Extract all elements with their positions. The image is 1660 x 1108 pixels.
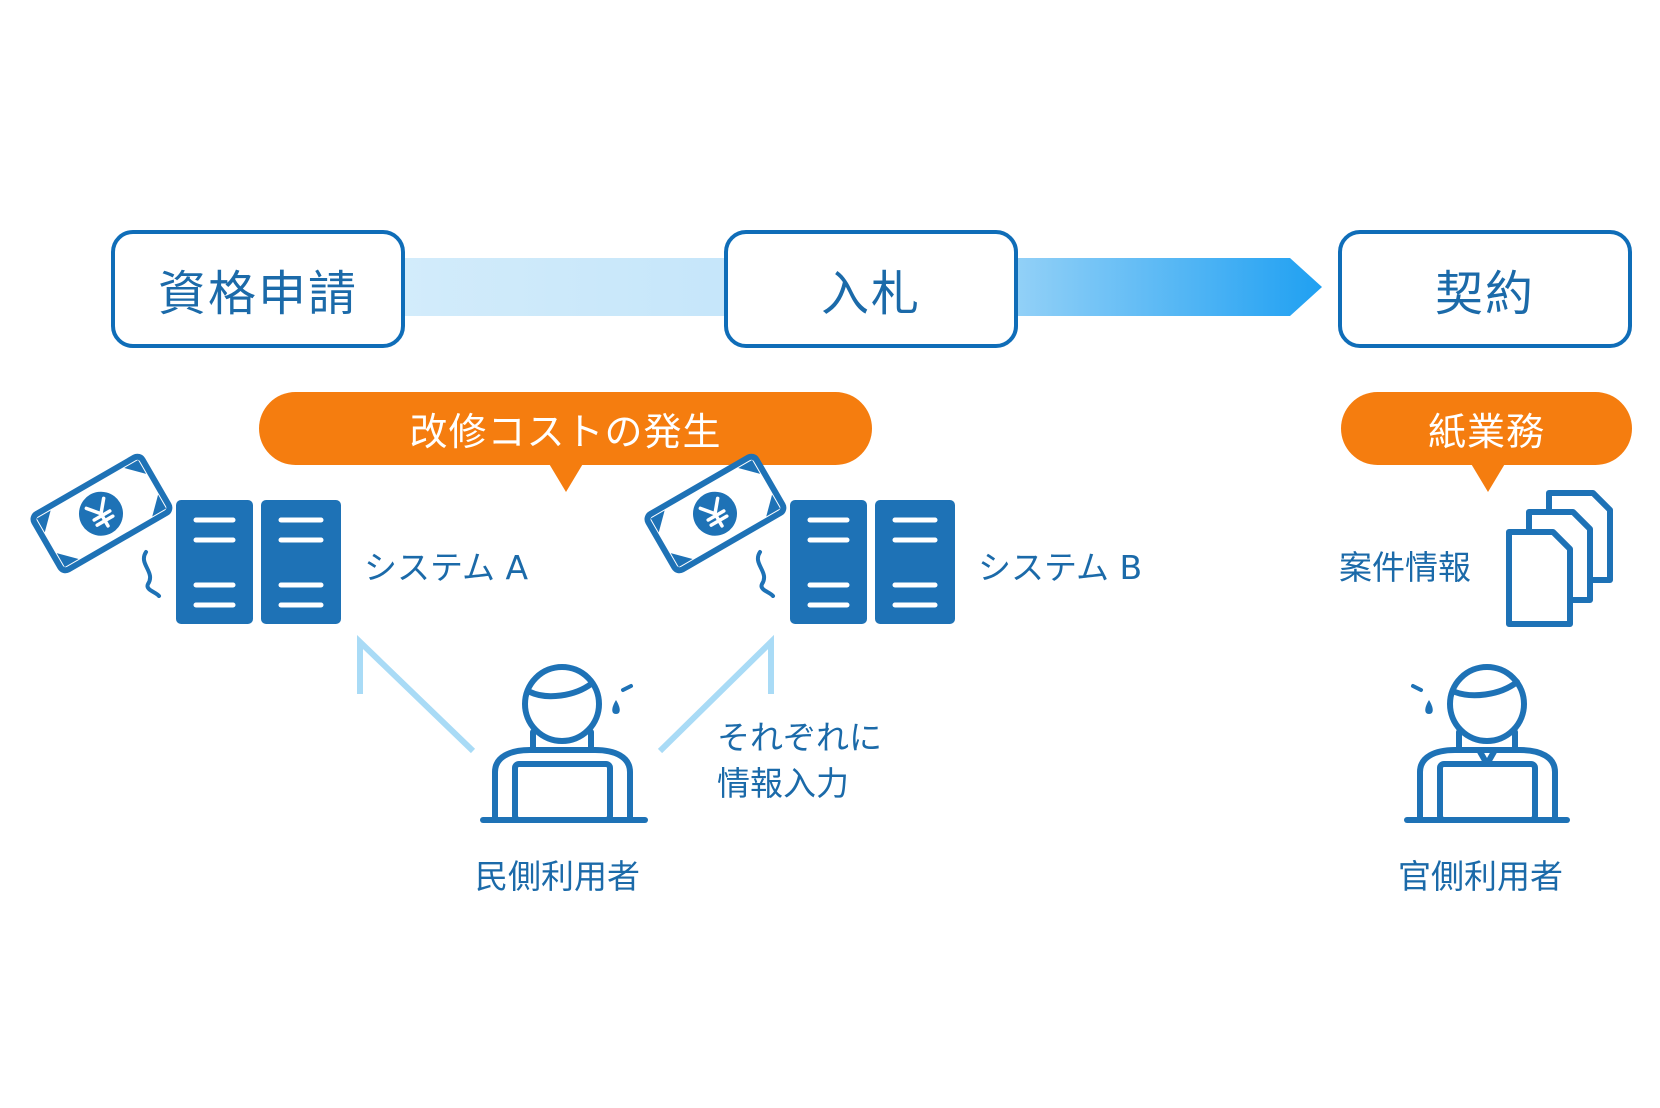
stage-qualification-label: 資格申請 [157, 266, 358, 322]
input-note: それぞれに 情報入力 [717, 715, 882, 807]
input-arrow-a [357, 634, 475, 754]
yen-bill-icon [644, 453, 787, 598]
system-b-label: システム B [978, 548, 1143, 587]
cost-callout: 改修コストの発生 [259, 392, 872, 465]
stage-bidding: 入札 [724, 230, 1018, 348]
input-note-line-2: 情報入力 [717, 764, 849, 803]
government-user-label: 官側利用者 [1398, 857, 1563, 896]
input-note-line-1: それぞれに [717, 718, 882, 757]
input-arrow-b [657, 634, 774, 754]
server-icon [790, 500, 955, 624]
stage-contract-label: 契約 [1434, 266, 1535, 322]
stage-bidding-label: 入札 [820, 266, 921, 322]
server-icon [176, 500, 341, 624]
private-user-label: 民側利用者 [475, 857, 640, 896]
stage-qualification: 資格申請 [111, 230, 405, 348]
person-laptop-icon [480, 664, 648, 823]
paper-callout: 紙業務 [1341, 392, 1632, 465]
yen-bill-icon [30, 453, 173, 598]
system-a-label: システム A [364, 548, 529, 587]
person-laptop-icon [1404, 664, 1570, 823]
stage-contract: 契約 [1338, 230, 1632, 348]
paper-callout-text: 紙業務 [1427, 410, 1545, 454]
cost-callout-text: 改修コストの発生 [409, 410, 722, 454]
paper-callout-pointer [1470, 462, 1506, 492]
documents-label: 案件情報 [1339, 548, 1471, 587]
cost-callout-pointer [548, 462, 584, 492]
documents-icon [1506, 490, 1613, 627]
